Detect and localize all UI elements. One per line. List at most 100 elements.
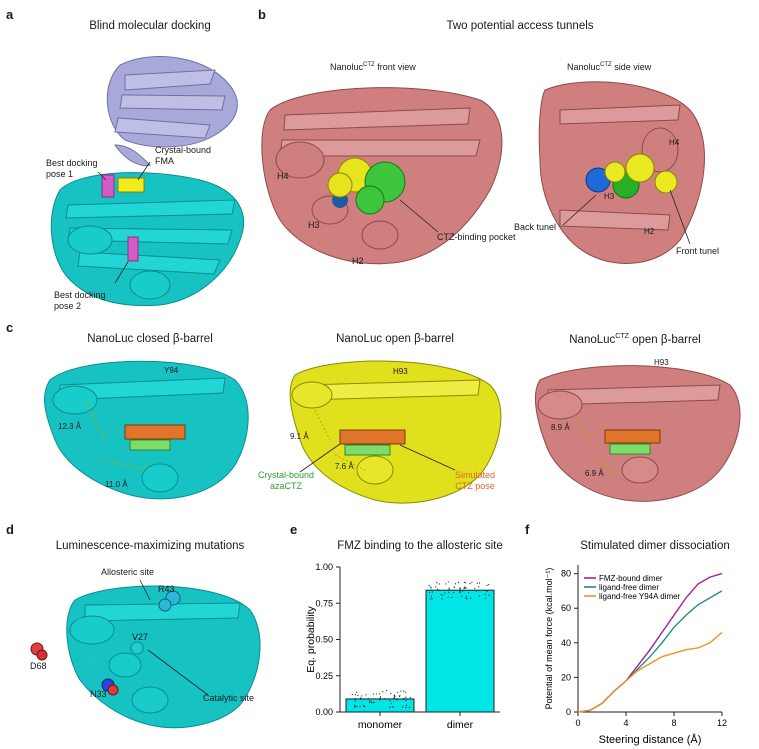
label-crystal-bound-azactz: Crystal-bound azaCTZ [258,470,315,491]
sample-point [476,582,478,584]
sample-point [390,693,392,695]
label-ctz-binding-pocket: CTZ-binding pocket [437,232,516,242]
sample-point [488,584,490,586]
sample-point [353,698,356,700]
panel-e-title: FMZ binding to the allosteric site [337,540,503,552]
sample-point [435,586,437,588]
label-catalytic-site: Catalytic site [203,693,255,703]
label-simulated-ctz-pose: Simulated CTZ pose [455,470,496,491]
panel-c-label: c [6,320,14,335]
panel-c-open-title: NanoLuc open β-barrel [336,333,454,345]
sample-point [462,590,464,592]
sample-point [478,586,480,588]
sample-point [363,704,365,707]
sample-point [466,598,468,600]
y-tick-label: 60 [561,603,571,613]
sample-point [396,699,398,701]
sample-point [488,594,490,596]
sample-point [448,587,450,589]
sample-point [367,698,369,700]
label-h2-front: H2 [352,256,364,266]
sample-point [452,591,455,594]
legend-label-0: FMZ-bound dimer [599,574,663,583]
sample-point [457,581,460,583]
sample-point [464,587,466,590]
panel-b-side-title: NanolucCTZ side view [567,62,652,72]
panel-a-title: Blind molecular docking [89,20,211,32]
panel-e-label: e [290,522,298,537]
label-h3-front: H3 [308,220,320,230]
sample-point [431,598,433,600]
panel-d-title: Luminescence-maximizing mutations [55,540,245,552]
sample-point [390,702,392,704]
sample-point [447,581,449,583]
sample-point [463,586,466,588]
legend-label-2: ligand-free Y94A dimer [599,592,681,601]
panel-f-label: f [525,522,530,537]
sample-point [405,691,407,693]
sample-point [364,706,366,708]
sample-point [354,694,356,696]
x-tick-label: dimer [447,719,474,731]
sample-point [382,691,384,693]
label-h93-open: H93 [393,367,408,376]
sample-point [465,597,467,599]
sample-point [405,706,407,709]
sample-point [486,584,488,586]
y-tick-label: 0.75 [315,598,333,608]
label-distance-9-1: 9.1 Å [290,432,309,441]
y-tick-label: 0 [566,707,571,717]
sample-point [393,697,395,700]
label-distance-6-9: 6.9 Å [585,469,604,478]
sample-point [471,581,473,583]
sample-point [451,596,453,599]
label-best-docking-pose-2: Best docking pose 2 [54,290,106,311]
panel-f-title: Stimulated dimer dissociation [580,540,730,552]
label-h93-ctz: H93 [654,358,669,367]
sample-point [368,701,371,704]
sample-point [378,693,381,695]
label-y94: Y94 [164,366,179,375]
sample-point [351,693,353,696]
sample-point [442,594,444,597]
panel-b-label: b [258,7,266,22]
label-crystal-bound-fma: Crystal-bound FMA [155,145,212,166]
y-tick-label: 0.25 [315,671,333,681]
sample-point [371,702,373,704]
sample-point [372,693,374,695]
label-r43: R43 [158,584,175,594]
sample-point [440,594,442,596]
y-axis-label: Eq. probability [305,605,317,672]
label-distance-8-9: 8.9 Å [551,423,570,432]
label-h4-front: H4 [277,171,289,181]
sample-point [360,697,362,699]
sample-point [479,582,481,584]
legend-label-1: ligand-free dimer [599,583,659,592]
panel-b-title: Two potential access tunnels [446,20,594,32]
sample-point [461,595,463,597]
sample-point [470,597,472,599]
sample-point [486,590,488,592]
series-line-2 [577,631,723,713]
sample-point [430,595,433,597]
sample-point [391,705,393,708]
label-back-tunnel: Back tunel [514,222,557,232]
sample-point [400,690,402,692]
sample-point [464,581,466,583]
sample-point [393,694,396,696]
sample-point [402,706,404,708]
y-tick-label: 0.50 [315,635,333,645]
label-distance-7-6: 7.6 Å [335,462,354,471]
panel-a-label: a [6,7,14,22]
label-n33: N33 [90,689,107,699]
sample-point [389,706,391,709]
sample-point [436,582,438,584]
series-line-1 [577,590,723,713]
sample-point [478,595,480,597]
panel-c-ctz-title: NanoLucCTZ open β-barrel [569,333,701,346]
sample-point [370,700,372,703]
sample-point [402,698,405,700]
sample-point [448,588,450,590]
